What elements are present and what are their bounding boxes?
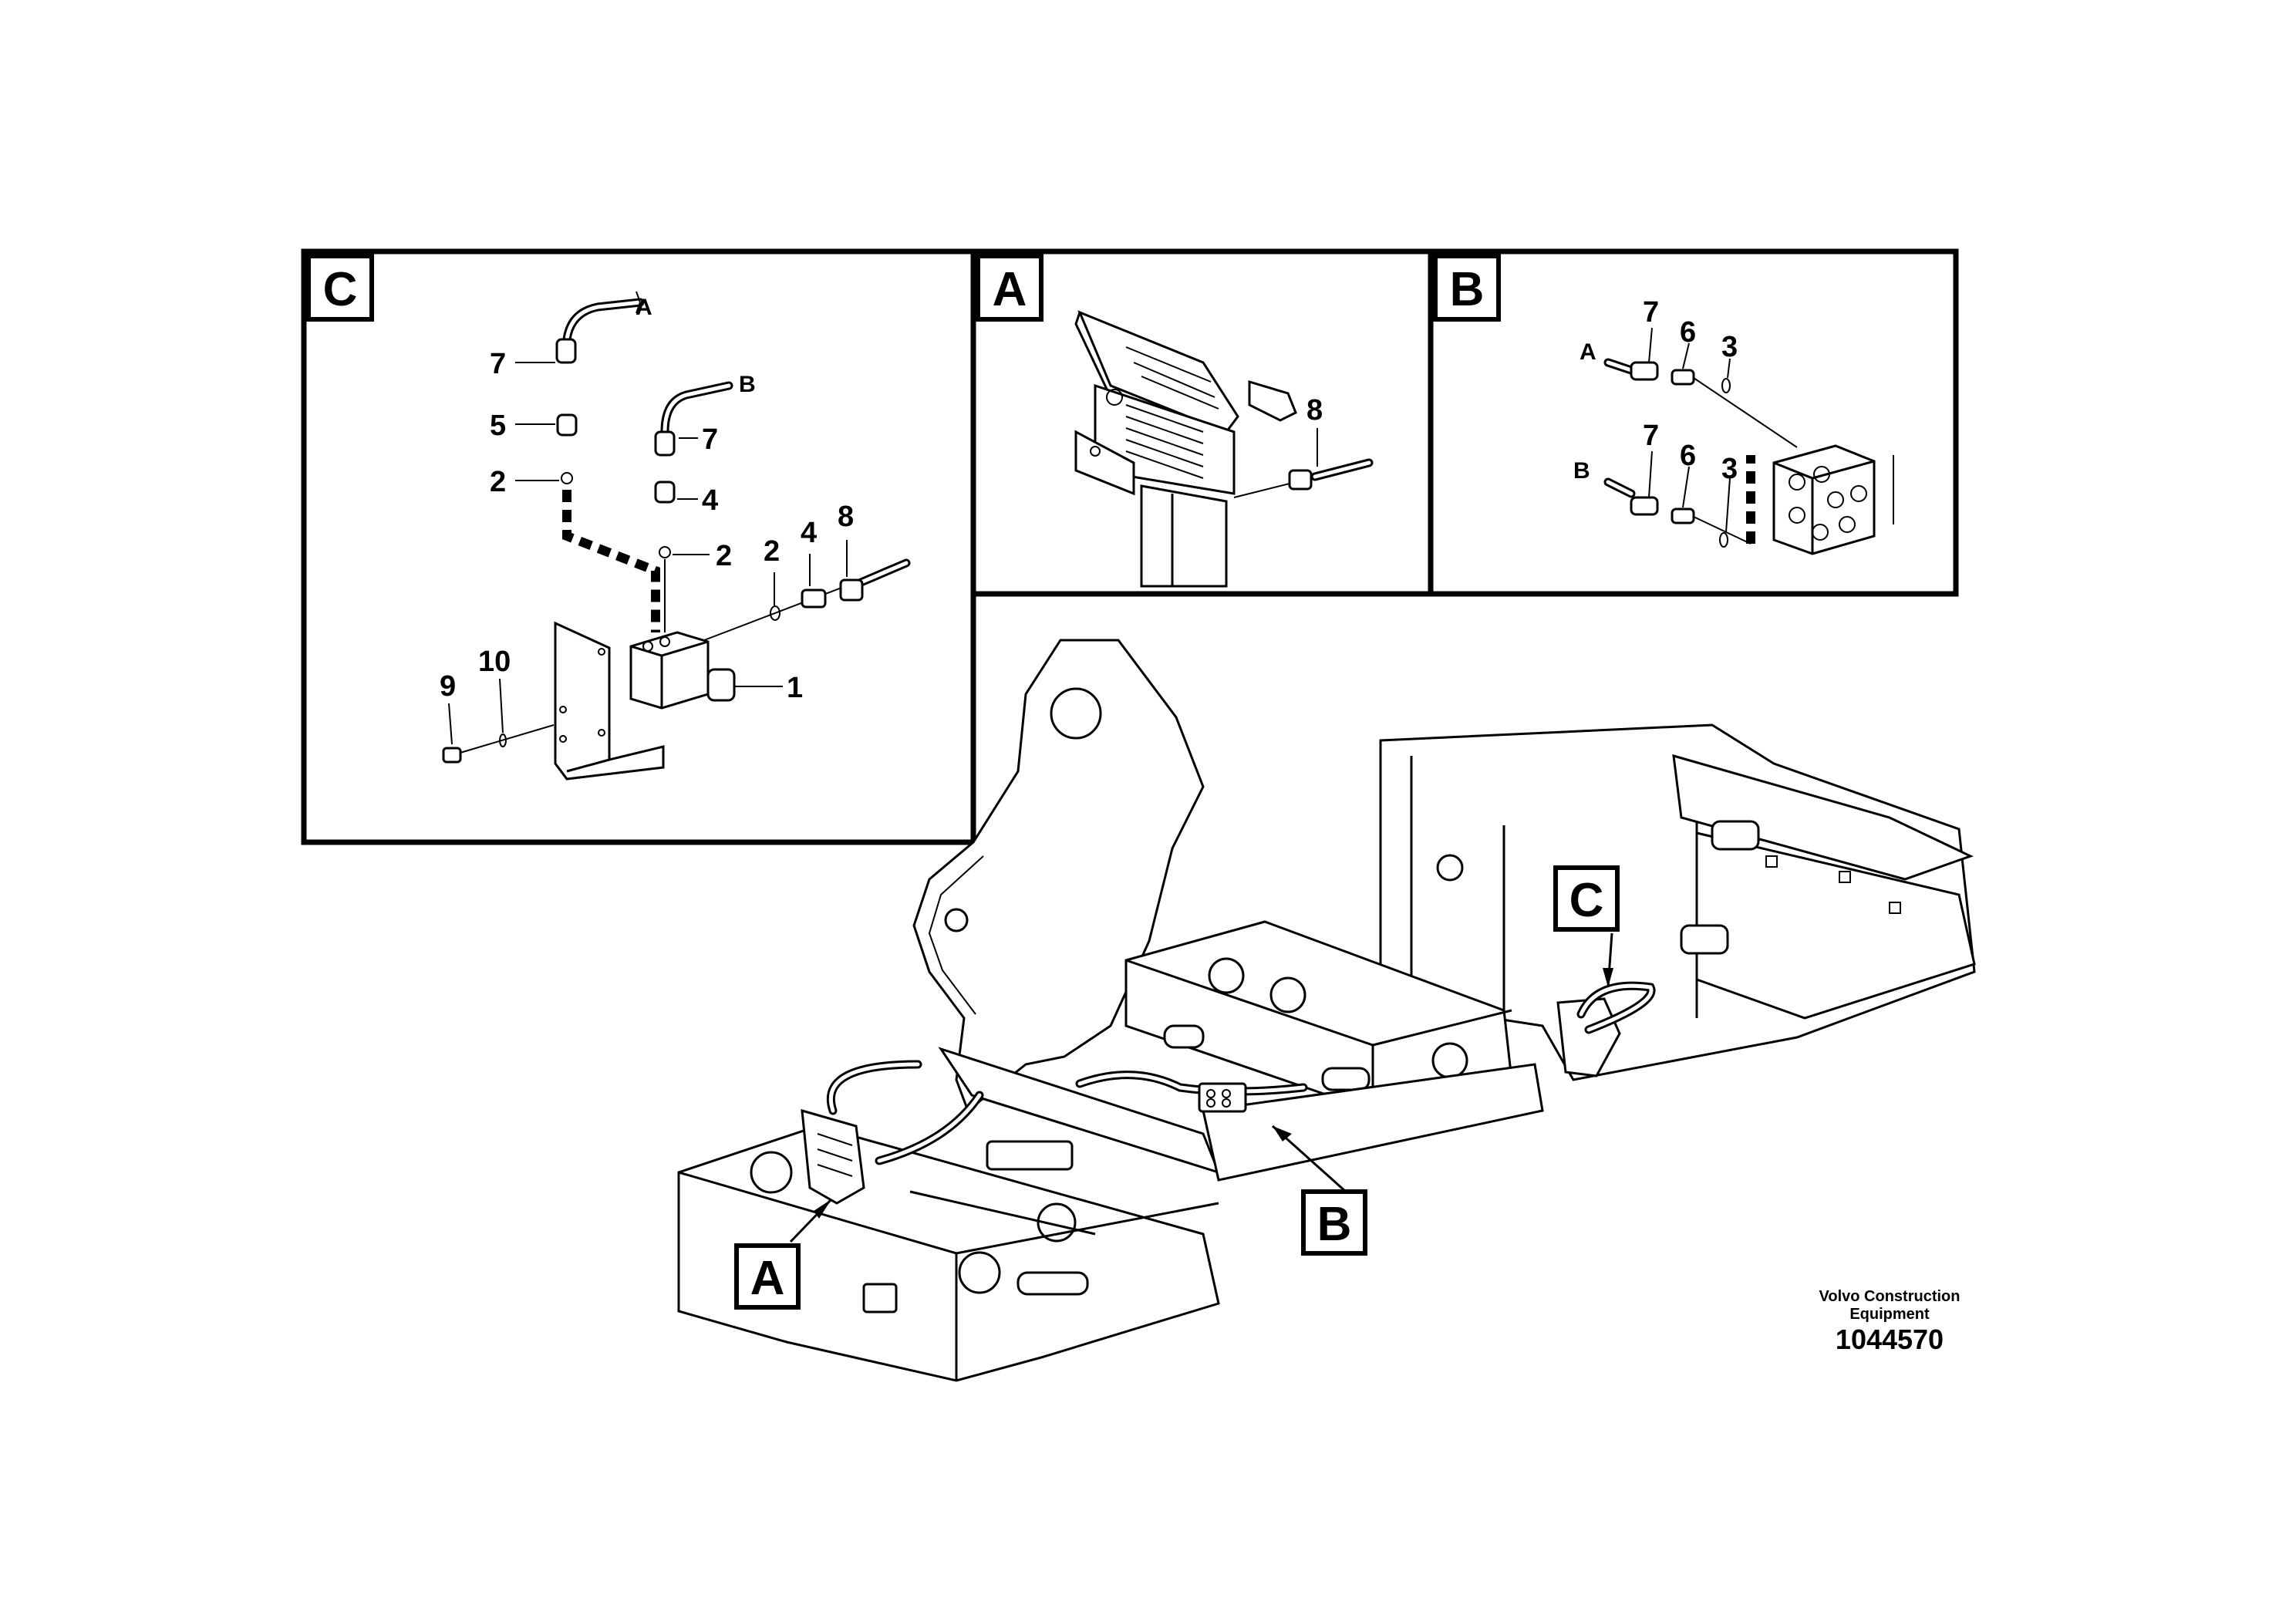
callout-panel-c-1: 5 — [490, 410, 506, 442]
callout-panel-c-11: 1 — [787, 672, 803, 704]
callout-panel-c-4: 4 — [702, 484, 718, 517]
main-frame-view: C A B — [677, 639, 1976, 1382]
callout-panel-b-4: 6 — [1680, 440, 1696, 472]
callout-panel-b-3: 7 — [1643, 420, 1659, 452]
company-name-line2: Equipment — [1849, 1306, 1930, 1323]
detail-panel-b: B A B 7 6 3 7 6 — [1428, 248, 1959, 597]
company-name-line1: Volvo Construction — [1819, 1288, 1961, 1305]
callout-panel-c-8: 8 — [838, 501, 854, 533]
hose-label-b-panel-a: A — [1580, 339, 1596, 365]
callout-panel-b-1: 6 — [1680, 316, 1696, 349]
callout-panel-c-7: 4 — [801, 517, 817, 549]
panel-b-tag: B — [1450, 263, 1485, 316]
callout-panel-c-10: 9 — [440, 670, 456, 703]
hose-label-b: B — [739, 372, 756, 397]
callout-panel-c-0: 7 — [490, 348, 506, 380]
hose-label-b-panel-b: B — [1573, 458, 1590, 484]
callout-panel-b-0: 7 — [1643, 296, 1659, 329]
callout-panel-c-9: 10 — [478, 646, 511, 678]
footer-brand: Volvo Construction Equipment 1044570 — [1774, 1288, 2005, 1356]
location-tag-c: C — [1569, 874, 1604, 927]
panel-c-tag: C — [323, 263, 358, 316]
detail-panel-a: A 8 — [970, 248, 1434, 597]
callout-panel-a-0: 8 — [1306, 394, 1323, 427]
drawing-number: 1044570 — [1835, 1324, 1944, 1355]
callout-panel-c-3: 7 — [702, 423, 718, 456]
callout-panel-b-2: 3 — [1721, 331, 1738, 363]
location-tag-b: B — [1317, 1198, 1352, 1251]
detail-panel-c: C A B — [301, 248, 976, 845]
callout-panel-c-5: 2 — [716, 540, 732, 572]
callout-panel-c-6: 2 — [764, 535, 780, 568]
callout-panel-c-2: 2 — [490, 466, 506, 498]
location-tag-a: A — [750, 1252, 785, 1305]
hose-label-a: A — [636, 295, 652, 320]
callout-panel-b-5: 3 — [1721, 453, 1738, 485]
panel-a-tag: A — [993, 263, 1027, 316]
